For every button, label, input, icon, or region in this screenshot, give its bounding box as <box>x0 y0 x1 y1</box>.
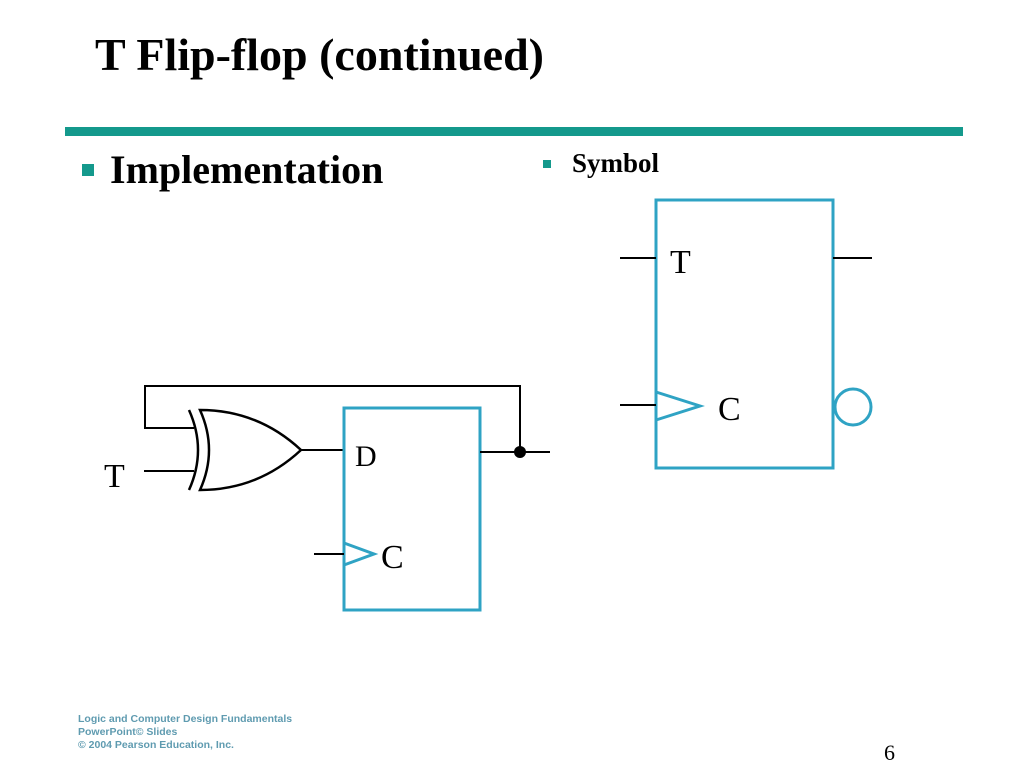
square-bullet-icon <box>82 163 94 176</box>
symbol-t-label: T <box>670 244 691 281</box>
slide-title: T Flip-flop (continued) <box>95 29 544 80</box>
footer-line: Logic and Computer Design Fundamentals <box>78 713 293 725</box>
footer-line: © 2004 Pearson Education, Inc. <box>78 739 234 751</box>
bullet-implementation-text: Implementation <box>110 147 384 192</box>
symbol-circuit: T C <box>620 198 873 470</box>
bullet-symbol: Symbol <box>543 148 659 179</box>
junction-dot <box>514 446 526 458</box>
footer-line: PowerPoint© Slides <box>78 726 178 738</box>
d-clock-triangle <box>343 541 379 567</box>
implementation-circuit: T D C <box>104 385 550 612</box>
implementation-c-label: C <box>381 539 404 576</box>
implementation-t-label: T <box>104 458 125 495</box>
bullet-symbol-text: Symbol <box>572 148 660 178</box>
title-rule <box>65 127 963 136</box>
implementation-d-label: D <box>355 440 377 473</box>
page-number: 6 <box>884 740 895 765</box>
symbol-qbar-bubble <box>833 387 873 427</box>
bullet-implementation: Implementation <box>82 146 383 193</box>
symbol-clock-triangle <box>655 390 705 422</box>
symbol-box <box>654 198 835 470</box>
symbol-c-label: C <box>718 391 741 428</box>
square-bullet-icon <box>543 159 551 168</box>
d-flip-flop-box <box>342 406 482 612</box>
feedback-wire <box>144 385 521 452</box>
xor-input-arc <box>187 409 200 491</box>
xor-gate-body <box>198 408 303 492</box>
footer-credits: Logic and Computer Design Fundamentals P… <box>78 713 292 752</box>
